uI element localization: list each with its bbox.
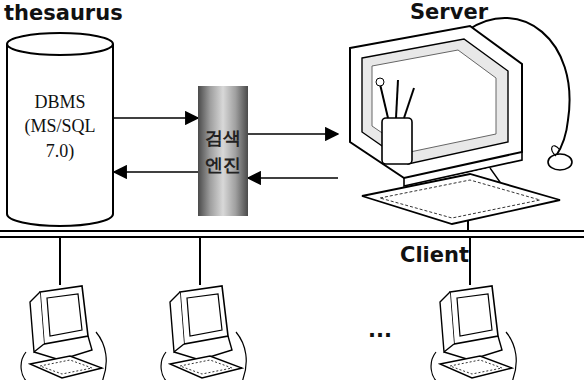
drawing-part [382,118,412,164]
client-computer [21,286,106,380]
drawing-part [548,154,572,170]
server-node: Server [338,0,578,226]
database-label: DBMS (MS/SQL 7.0) [14,90,106,163]
client-computer [161,286,246,380]
client-computer [431,286,516,380]
database-cylinder: thesaurusDBMS (MS/SQL 7.0) [6,32,114,226]
node-heading: thesaurus [4,1,123,25]
network-bus [0,230,584,232]
cylinder-body [7,44,113,226]
drawing-part [380,84,388,118]
network-bus [0,236,584,238]
drawing-part [396,80,398,118]
client-label: Client [400,243,469,267]
flow-arrow [114,117,198,119]
client-drop [469,237,471,285]
search-engine-band: 검색 엔진 [198,86,248,216]
flow-arrow [114,171,198,173]
drawing-part [350,26,522,178]
server-computer [350,18,572,224]
drawing-part [552,146,560,156]
drawing-part [404,88,414,118]
drawing-part [376,78,384,86]
client-drop [199,237,201,285]
flow-arrow [248,133,338,135]
drawing-part [380,180,540,218]
drawing-part [362,174,560,224]
flow-arrow [248,177,338,179]
client-drop [59,237,61,285]
node-heading: Server [410,0,488,24]
ellipsis-label: ... [368,318,392,342]
engine-label: 검색 엔진 [203,124,243,178]
drawing-part [362,39,508,164]
cylinder-top [7,33,113,55]
